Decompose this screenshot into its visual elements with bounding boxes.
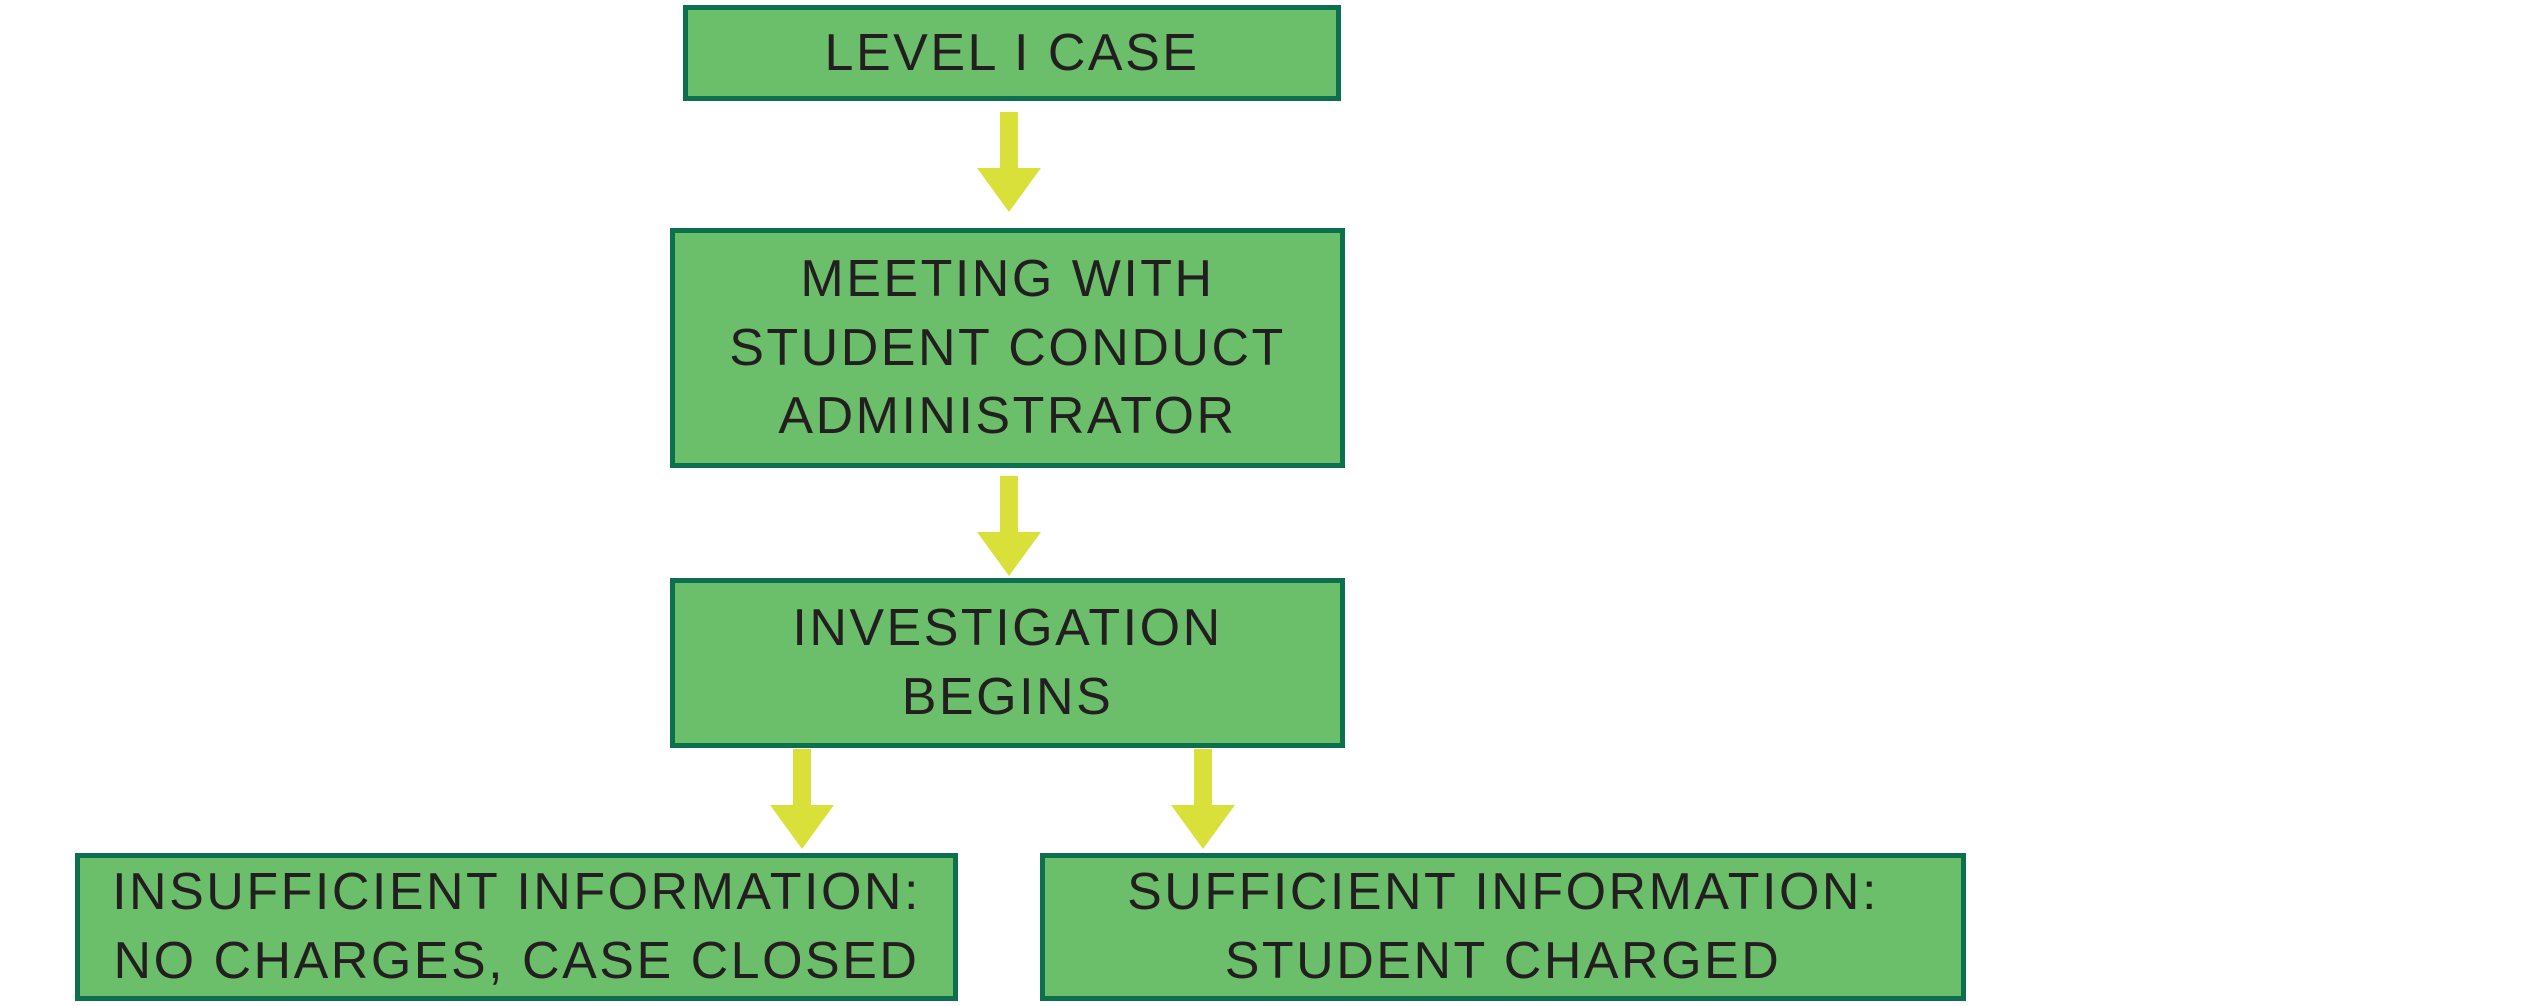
node-label-sufficient-information: SUFFICIENT INFORMATION: STUDENT CHARGED	[1127, 863, 1879, 990]
down-arrow-icon	[770, 749, 834, 849]
flowchart-node-sufficient-information: SUFFICIENT INFORMATION: STUDENT CHARGED	[1040, 853, 1966, 1001]
flowchart-node-meeting: MEETING WITH STUDENT CONDUCT ADMINISTRAT…	[670, 228, 1345, 468]
down-arrow-icon	[977, 112, 1041, 212]
down-arrow-icon	[1171, 749, 1235, 849]
node-label-level-1-case: LEVEL I CASE	[824, 23, 1200, 82]
node-label-meeting: MEETING WITH STUDENT CONDUCT ADMINISTRAT…	[729, 250, 1286, 446]
flowchart-node-investigation: INVESTIGATION BEGINS	[670, 578, 1345, 748]
flowchart-node-insufficient-information: INSUFFICIENT INFORMATION: NO CHARGES, CA…	[75, 853, 958, 1001]
down-arrow-icon	[977, 476, 1041, 576]
flowchart-node-level-1-case: LEVEL I CASE	[683, 5, 1341, 101]
node-label-insufficient-information: INSUFFICIENT INFORMATION: NO CHARGES, CA…	[112, 863, 921, 990]
node-label-investigation: INVESTIGATION BEGINS	[792, 599, 1223, 726]
